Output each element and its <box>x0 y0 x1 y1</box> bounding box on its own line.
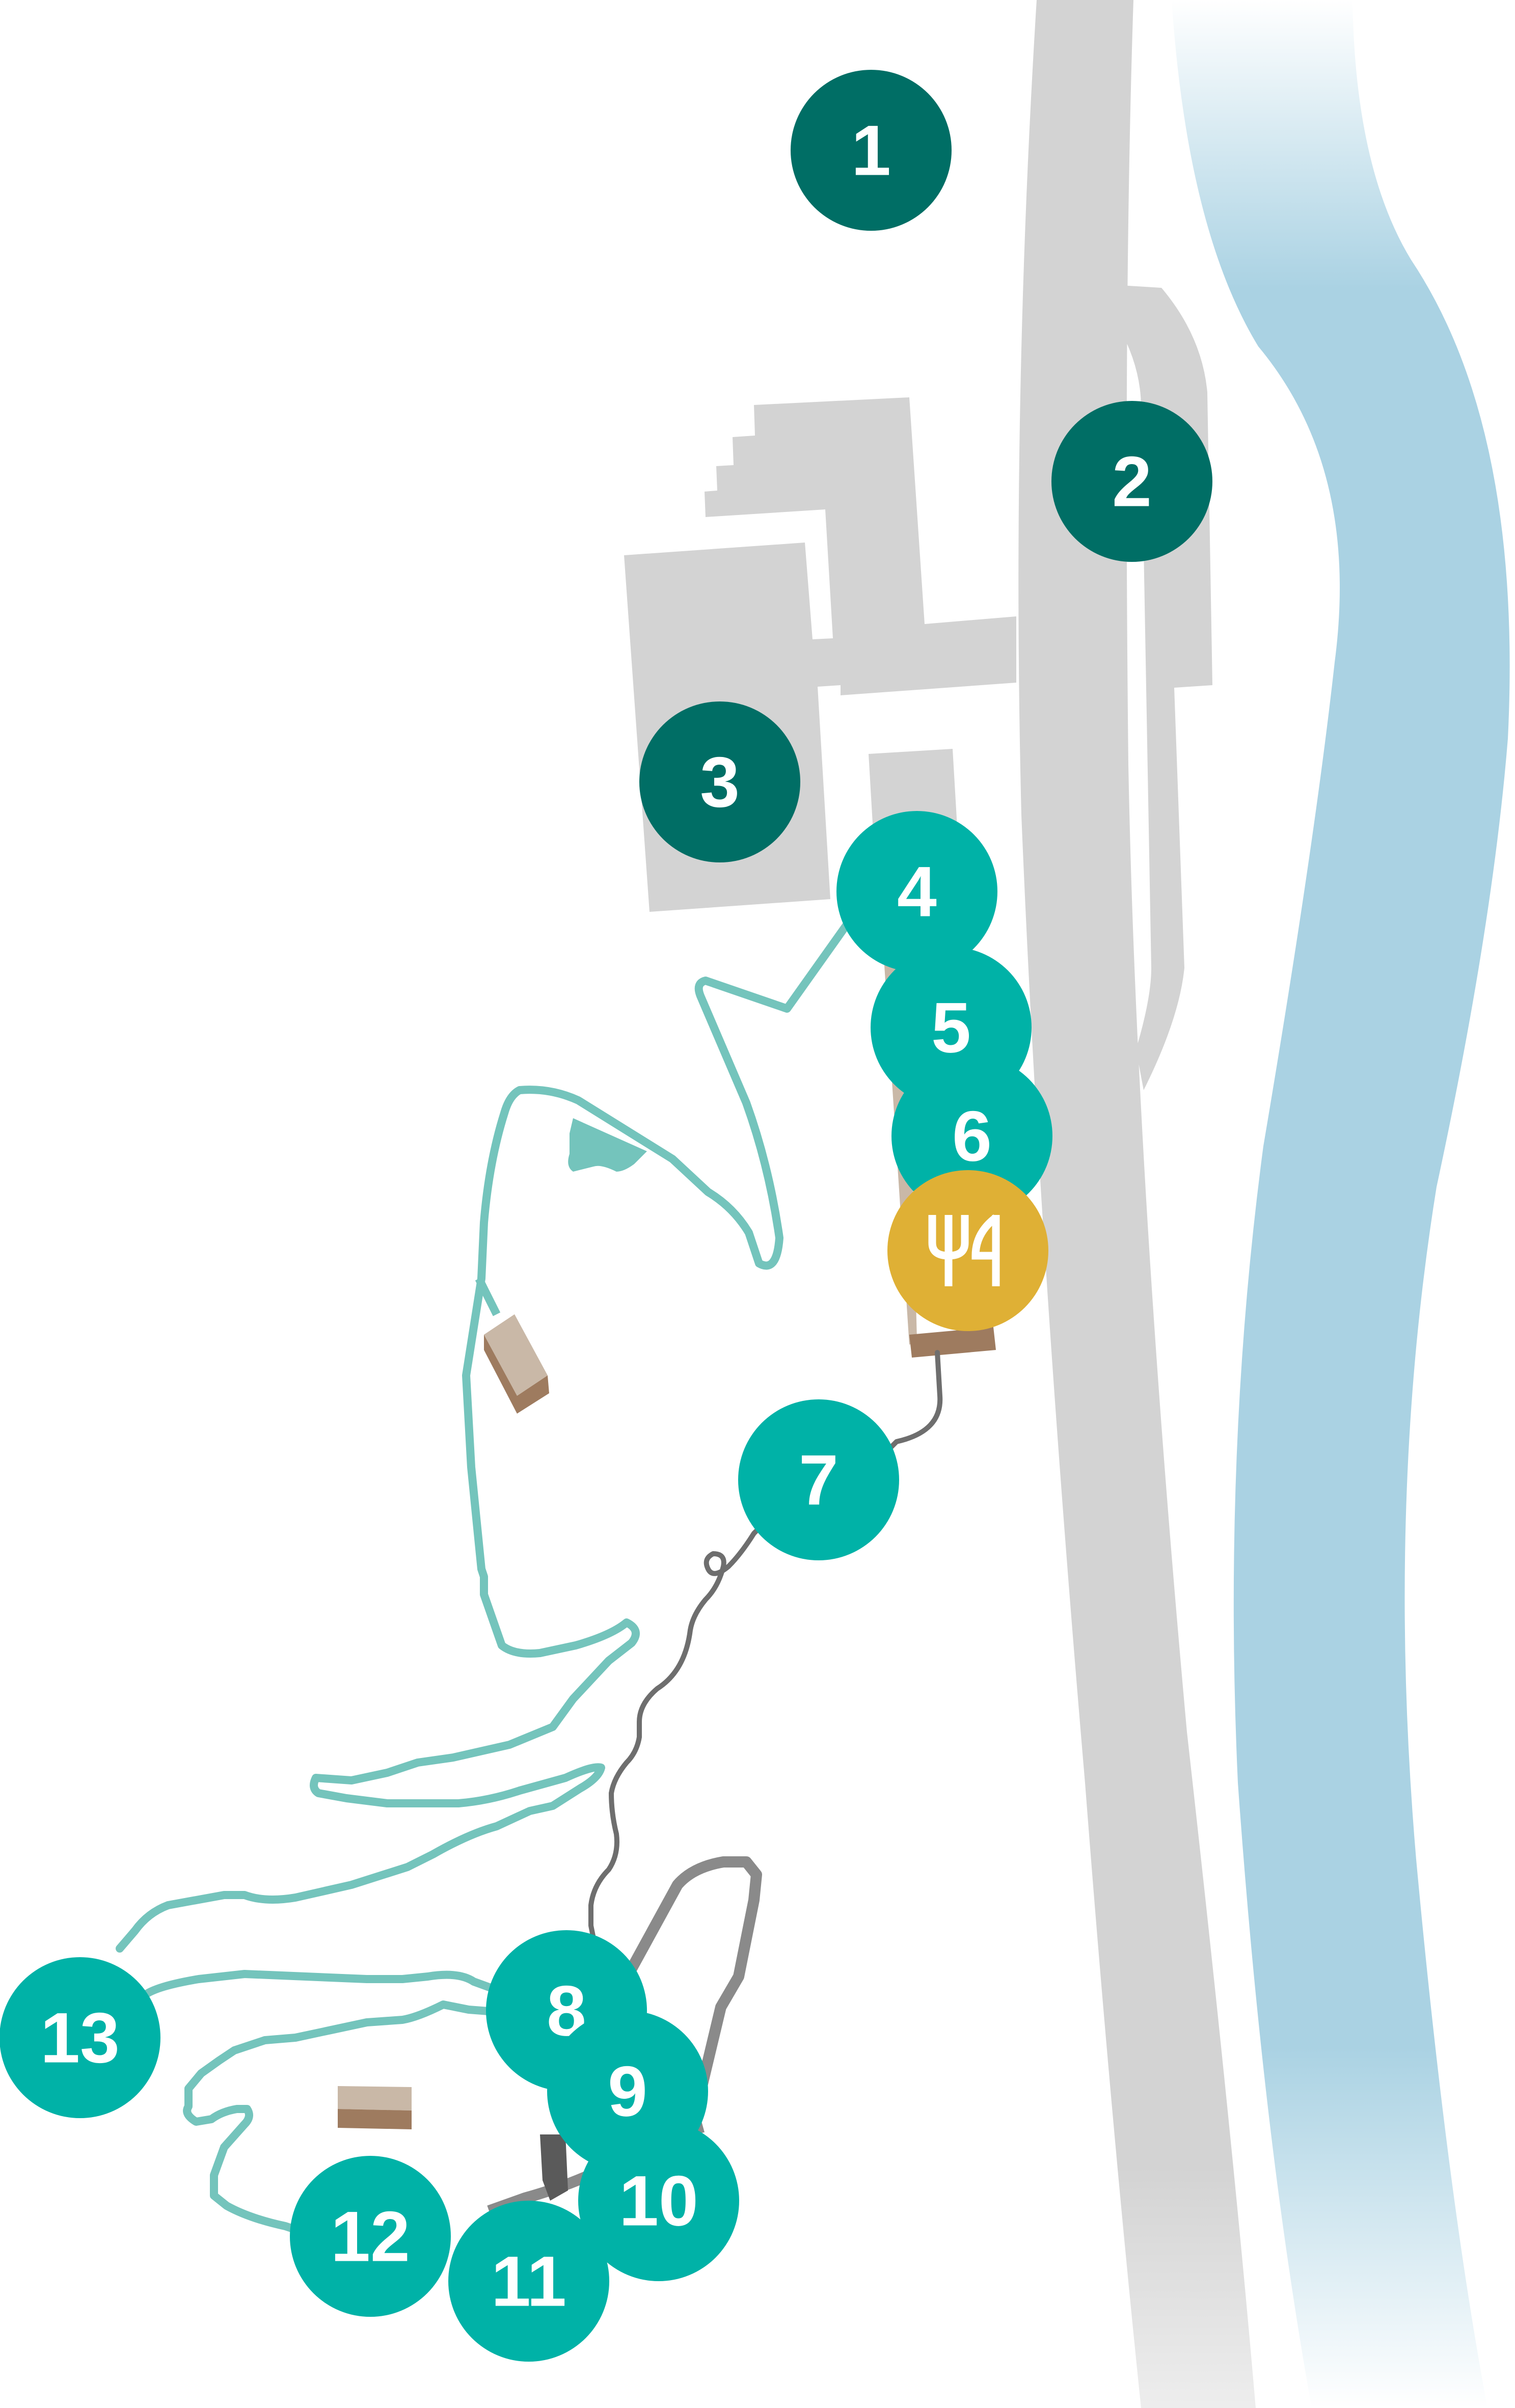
marker-9-label: 9 <box>608 2051 647 2131</box>
marker-13-label: 13 <box>40 1998 120 2078</box>
marker-12-label: 12 <box>331 2197 410 2277</box>
trail-teal-connector <box>475 1277 501 1316</box>
restaurant-deck <box>909 1327 996 1358</box>
marker-11[interactable]: 11 <box>448 2201 609 2362</box>
marker-5-label: 5 <box>931 988 971 1068</box>
marker-1-label: 1 <box>851 111 891 191</box>
trail-teal-lower <box>139 1970 506 2235</box>
marker-6-label: 6 <box>952 1096 992 1176</box>
trail-gray <box>588 1350 943 1954</box>
marker-3-label: 3 <box>700 742 740 822</box>
marker-6[interactable]: 6 <box>891 1056 1052 1216</box>
marker-10-label: 10 <box>619 2161 698 2241</box>
marker-12[interactable]: 12 <box>290 2156 451 2317</box>
main-road <box>1018 0 1256 2408</box>
marker-4-label: 4 <box>897 852 937 932</box>
marker-2-label: 2 <box>1112 442 1152 522</box>
marker-4[interactable]: 4 <box>836 811 997 972</box>
fork-knife-icon <box>928 1214 1000 1286</box>
trail-teal-upper <box>116 908 860 1953</box>
marker-10[interactable]: 10 <box>578 2120 739 2281</box>
marker-11-label: 11 <box>491 2241 566 2321</box>
hut-upper <box>484 1314 549 1414</box>
structure <box>540 2134 568 2201</box>
marker-restaurant[interactable] <box>887 1170 1048 1331</box>
marker-7-label: 7 <box>799 1440 838 1520</box>
marker-1[interactable]: 1 <box>791 70 952 231</box>
marker-2[interactable]: 2 <box>1051 401 1212 562</box>
river <box>1172 0 1510 2408</box>
marker-7[interactable]: 7 <box>738 1399 899 1560</box>
marker-13[interactable]: 13 <box>0 1957 160 2118</box>
pond <box>568 1118 647 1172</box>
marker-3[interactable]: 3 <box>639 701 800 862</box>
hut-lower <box>338 2086 412 2129</box>
